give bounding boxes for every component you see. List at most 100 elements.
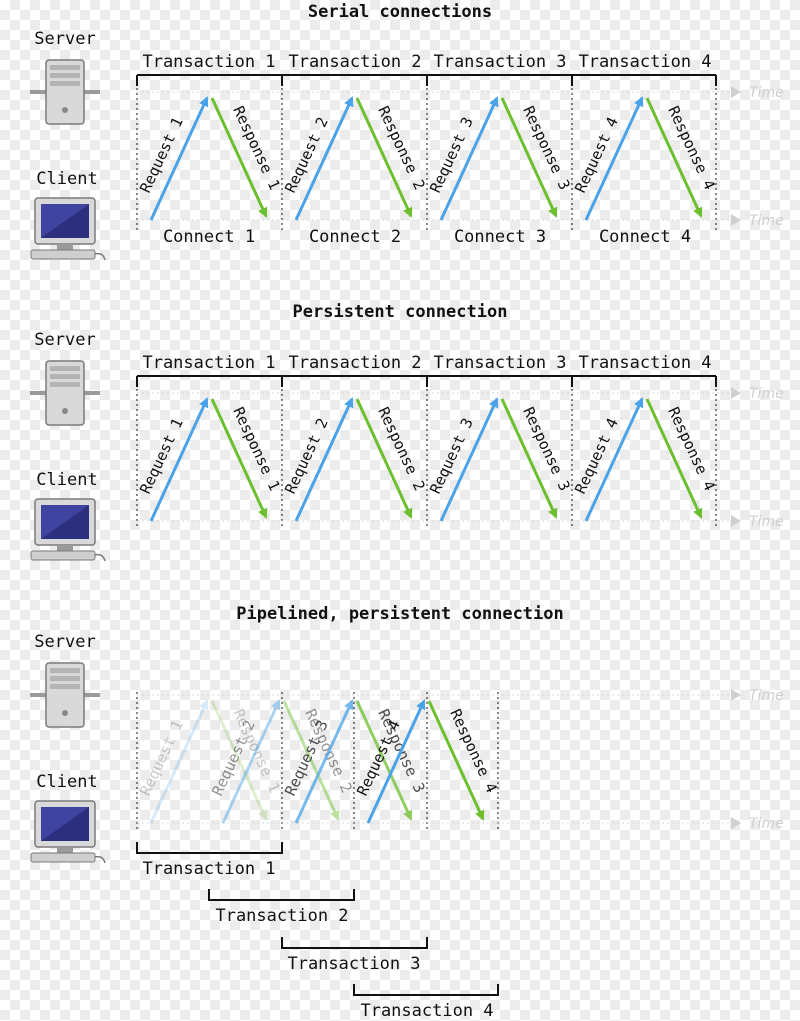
section-title: Serial connections <box>308 2 492 22</box>
transaction-label: Transaction 4 <box>360 1001 493 1021</box>
request-arrow <box>294 96 354 221</box>
timelines <box>137 392 730 522</box>
connect-label: Connect 1 <box>163 227 255 247</box>
time-label: Time <box>749 386 784 402</box>
arrow-right-icon <box>731 214 741 226</box>
response-arrow <box>210 700 268 821</box>
transaction-label: Transaction 4 <box>578 52 711 72</box>
transaction-label: Transaction 3 <box>433 353 566 373</box>
response-arrow <box>645 97 703 218</box>
request-arrow <box>584 397 644 522</box>
transaction-bracket <box>208 889 355 901</box>
request-label: Request 4 <box>571 114 622 195</box>
section-pipelined: Pipelined, persistent connection Server … <box>29 604 784 1021</box>
response-arrow <box>355 97 413 218</box>
request-label: Request 3 <box>426 114 477 195</box>
transaction-label: Transaction 1 <box>142 52 275 72</box>
section-title: Persistent connection <box>293 302 508 322</box>
response-arrow <box>500 398 558 519</box>
timeline-dividers <box>136 692 499 830</box>
request-arrow <box>294 397 354 522</box>
response-label: Response 1 <box>229 404 283 493</box>
request-arrow <box>149 397 209 522</box>
transaction-bracket <box>136 842 283 854</box>
transaction-bracket <box>136 375 717 387</box>
request-arrow <box>149 699 209 824</box>
transaction-bracket <box>353 984 499 996</box>
timeline-dividers <box>136 88 717 230</box>
time-axis-client: Time <box>731 514 784 530</box>
request-arrow <box>439 397 499 522</box>
response-arrow <box>355 700 413 821</box>
time-axis-client: Time <box>731 816 784 832</box>
request-arrow <box>294 699 354 824</box>
time-label: Time <box>749 514 784 530</box>
request-arrow <box>221 699 281 824</box>
request-label: Request 1 <box>136 717 187 798</box>
response-label: Response 2 <box>374 404 428 493</box>
transaction-label: Transaction 3 <box>433 52 566 72</box>
section-serial: Serial connections Server Client Time <box>29 2 784 261</box>
timelines <box>137 694 730 824</box>
transaction-label: Transaction 2 <box>288 52 421 72</box>
timelines <box>137 91 730 221</box>
arrow-right-icon <box>731 515 741 527</box>
client-icon <box>30 197 106 261</box>
server-label: Server <box>34 29 95 49</box>
response-arrow <box>210 97 268 218</box>
request-label: Request 4 <box>571 415 622 496</box>
request-arrow <box>584 96 644 221</box>
request-label: Request 1 <box>136 114 187 195</box>
time-axis-server: Time <box>731 386 784 402</box>
transaction-bracket <box>281 937 428 949</box>
response-label: Response 1 <box>229 103 283 192</box>
request-arrow <box>149 96 209 221</box>
request-arrow <box>439 96 499 221</box>
transaction-label: Transaction 3 <box>287 954 420 974</box>
response-label: Response 2 <box>374 103 428 192</box>
connect-label: Connect 2 <box>309 227 401 247</box>
arrow-right-icon <box>731 86 741 98</box>
time-axis-server: Time <box>731 688 784 704</box>
transaction-label: Transaction 1 <box>142 353 275 373</box>
client-icon <box>30 498 106 562</box>
response-arrow <box>500 97 558 218</box>
client-label: Client <box>36 470 97 490</box>
section-persistent: Persistent connection Server Client Time <box>29 302 784 562</box>
response-label: Response 4 <box>664 103 718 192</box>
timeline-dividers <box>136 389 717 528</box>
time-label: Time <box>749 213 784 229</box>
time-label: Time <box>749 688 784 704</box>
transaction-3-arrows: Request 3 Response 3 <box>281 699 429 824</box>
server-label: Server <box>34 632 95 652</box>
time-label: Time <box>749 816 784 832</box>
transaction-label: Transaction 2 <box>215 906 348 926</box>
arrow-right-icon <box>731 817 741 829</box>
arrow-right-icon <box>731 387 741 399</box>
connect-label: Connect 3 <box>454 227 546 247</box>
transaction-label: Transaction 2 <box>288 353 421 373</box>
transaction-label: Transaction 4 <box>578 353 711 373</box>
server-icon <box>29 662 101 728</box>
response-arrow <box>282 700 340 821</box>
client-label: Client <box>36 772 97 792</box>
section-title: Pipelined, persistent connection <box>236 604 564 624</box>
arrow-right-icon <box>731 689 741 701</box>
response-arrow <box>645 398 703 519</box>
response-arrow <box>355 398 413 519</box>
transaction-label: Transaction 1 <box>142 859 275 879</box>
server-label: Server <box>34 330 95 350</box>
transaction-1-arrows: Request 1 Response 1 <box>136 699 284 824</box>
response-label: Response 4 <box>664 404 718 493</box>
request-arrow <box>366 699 426 824</box>
server-icon <box>29 360 101 426</box>
server-icon <box>29 59 101 125</box>
connect-label: Connect 4 <box>599 227 691 247</box>
response-arrow <box>210 398 268 519</box>
transaction-bracket <box>136 74 717 86</box>
client-label: Client <box>36 169 97 189</box>
response-label: Response 4 <box>446 706 500 795</box>
response-label: Response 3 <box>519 103 573 192</box>
time-axis-server: Time <box>731 85 784 101</box>
